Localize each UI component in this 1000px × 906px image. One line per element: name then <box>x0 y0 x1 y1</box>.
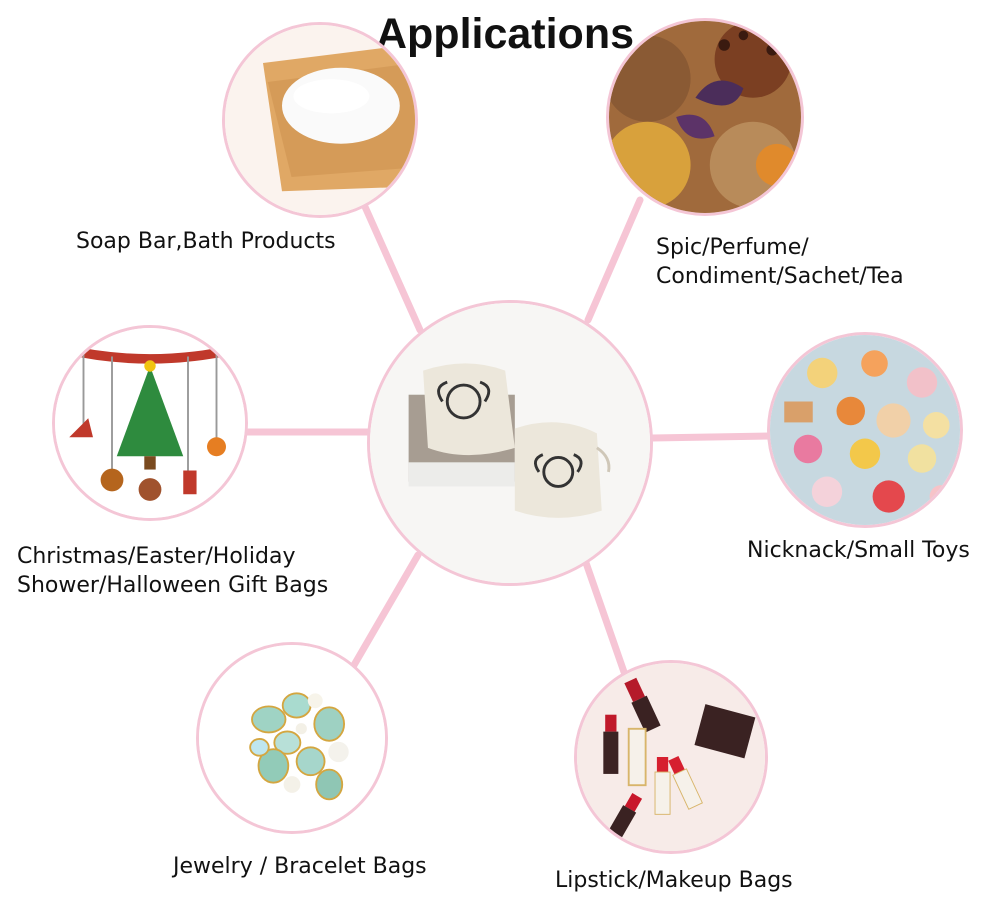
label-spices: Spic/Perfume/ Condiment/Sachet/Tea <box>656 233 904 291</box>
jewelry-image <box>196 642 388 834</box>
connector-spices <box>584 196 644 324</box>
label-christmas: Christmas/Easter/Holiday Shower/Hallowee… <box>17 542 328 600</box>
label-line: Shower/Halloween Gift Bags <box>17 573 329 598</box>
soap-bar-image <box>222 22 418 218</box>
label-lipstick: Lipstick/Makeup Bags <box>555 866 793 895</box>
label-soap-bar: Soap Bar,Bath Products <box>76 227 336 256</box>
label-jewelry: Jewelry / Bracelet Bags <box>173 852 427 881</box>
spices-image <box>606 18 804 216</box>
label-line: Spic/Perfume/ <box>656 235 809 260</box>
spices-icon <box>609 21 801 213</box>
label-line: Condiment/Sachet/Tea <box>656 264 904 289</box>
label-small-toys: Nicknack/Small Toys <box>747 536 970 565</box>
page-title: Applications <box>375 10 635 58</box>
small-toys-icon <box>770 335 960 525</box>
drawstring-pouch-icon <box>370 303 650 583</box>
soap-bar-icon <box>225 25 415 215</box>
connector-jewelry <box>346 551 422 676</box>
label-line: Lipstick/Makeup Bags <box>555 868 793 893</box>
lipstick-image <box>574 660 768 854</box>
connector-toys <box>648 432 774 442</box>
lipstick-icon <box>577 663 765 851</box>
label-line: Soap Bar,Bath Products <box>76 229 336 254</box>
label-line: Nicknack/Small Toys <box>747 538 970 563</box>
jewelry-icon <box>199 645 385 831</box>
label-line: Christmas/Easter/Holiday <box>17 544 296 569</box>
drawstring-pouch-image <box>367 300 653 586</box>
label-line: Jewelry / Bracelet Bags <box>173 854 427 879</box>
connector-lipstick <box>581 556 628 676</box>
christmas-decoration-image <box>52 325 248 521</box>
small-toys-image <box>767 332 963 528</box>
christmas-decoration-icon <box>55 328 245 518</box>
connector-soap <box>358 196 424 334</box>
